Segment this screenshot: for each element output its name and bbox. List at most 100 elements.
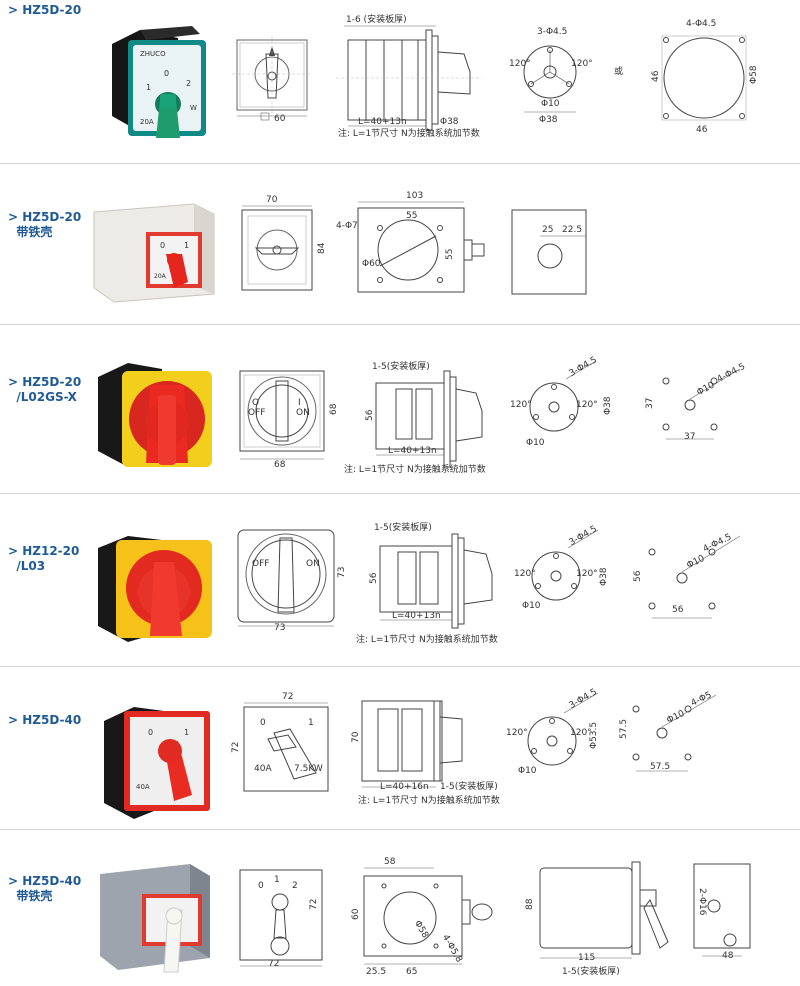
product-photo: [98, 536, 212, 642]
hole-spacing-h: 37: [645, 398, 655, 409]
angle-right: 120°: [571, 59, 593, 69]
phi-small: Φ10: [522, 601, 541, 611]
rating-label: 40A: [254, 764, 272, 774]
install-thickness: 1-6 (安装板厚): [346, 13, 407, 25]
mounting-hole-drawing: 3-Φ4.5 120° 120° Φ10 Φ53.5: [506, 687, 599, 776]
pos-1: 1: [146, 83, 151, 92]
side-height: 55: [445, 249, 455, 260]
hole-spacing-w: 46: [696, 125, 708, 135]
label-on: ON: [306, 559, 320, 569]
side-dim-b: 65: [406, 967, 417, 977]
product-row-2: > HZ5D-20 带铁壳 0 1 20A 70 84 103 55 4-Φ7 …: [0, 164, 800, 324]
front-height: 72: [309, 899, 319, 910]
note-text: 注: L=1节尺寸 N为接触系统加节数: [344, 465, 486, 475]
length-formula: L=40+13n: [358, 117, 407, 127]
side-view-drawing: 58 60 Φ58 4-Φ5.8 25.5 65: [351, 857, 493, 977]
product-photo: [100, 864, 210, 973]
alt-mounting-drawing: 4-Φ4.5 Φ10 37 37: [645, 362, 748, 442]
pos-2: 2: [292, 881, 298, 891]
pos-1: 1: [274, 875, 280, 885]
side-height: 70: [351, 731, 361, 743]
side-height: 56: [369, 572, 379, 584]
front-view-drawing: O I OFF ON 68 68: [239, 370, 339, 470]
front-height: 73: [337, 567, 347, 578]
pos-o: O: [252, 398, 259, 408]
side-dim-a: 25.5: [366, 967, 386, 977]
angle-right: 120°: [570, 728, 592, 738]
product-row-5: > HZ5D-40 0 1 40A 72 0 1 40A 7.5KW 72 70…: [0, 667, 800, 829]
front-dim: 60: [274, 114, 286, 124]
angle-left: 120°: [510, 400, 532, 410]
phi-small: Φ10: [526, 438, 545, 448]
model-name: > HZ5D-20 带铁壳: [8, 210, 82, 239]
phi-small: Φ10: [541, 99, 560, 109]
back-dim-a: 25: [542, 225, 553, 235]
front-view-drawing: OFF ON 73 73: [237, 529, 347, 633]
side-view-drawing: 70 L=40+16n 1-5(安装板厚): [351, 700, 498, 792]
hole-count: 4-Φ5: [689, 690, 713, 709]
product-row-1: > HZ5D-20 ZHUCO 0 1 2 20A W 60 1-6 (安装板厚…: [0, 0, 800, 163]
front-view-drawing: 60: [232, 36, 312, 124]
install-thickness: 1-5(安装板厚): [562, 965, 620, 977]
product-row-3: > HZ5D-20 /L02GS-X O I OFF ON 68 68 1-5(…: [0, 325, 800, 493]
phi-large: Φ53.5: [589, 722, 599, 749]
model-name: > HZ5D-40 带铁壳: [8, 874, 82, 903]
hole-count: 4-Φ5.8: [440, 933, 464, 965]
hole-count: 3-Φ4.5: [568, 687, 599, 711]
side-view-drawing: 103 55 4-Φ7 Φ60 55: [336, 191, 485, 293]
side-view-drawing: 1-5(安装板厚) 56 L=40+13n: [365, 360, 483, 468]
front-view-drawing: 72 0 1 40A 7.5KW 72: [231, 692, 329, 792]
product-row-6: > HZ5D-40 带铁壳 0 1 2 72 72 58 60 Φ58 4-Φ5…: [0, 830, 800, 984]
side-width: 103: [406, 191, 423, 201]
side-width: 58: [384, 857, 396, 867]
end-width: 48: [722, 951, 734, 961]
hole-count: 3-Φ4.5: [537, 27, 567, 37]
power-label: 7.5KW: [294, 764, 323, 774]
hole-spacing-h: 56: [633, 570, 643, 582]
side-phi: Φ38: [440, 117, 459, 127]
front-width: 72: [282, 692, 293, 702]
pos-0: 0: [164, 69, 169, 78]
pos-0: 0: [148, 728, 153, 737]
hole-spacing-h: 57.5: [619, 719, 629, 739]
hole-count: 2-Φ16: [697, 888, 707, 916]
pos-0: 0: [258, 881, 264, 891]
pos-0: 0: [260, 718, 266, 728]
pos-i: I: [298, 398, 301, 408]
brand-logo: ZHUCO: [140, 50, 166, 58]
phi-small: Φ10: [695, 380, 716, 398]
install-thickness: 1-5(安装板厚): [372, 360, 430, 372]
product-photo: 0 1 20A: [93, 203, 215, 303]
mounting-hole-drawing: 3-Φ4.5 120° 120° Φ10 Φ38: [509, 27, 593, 125]
length-formula: L=40+13n: [388, 446, 437, 456]
mounting-hole-drawing: 3-Φ4.5 120° 120° Φ10 Φ38: [510, 355, 613, 448]
front-width: 73: [274, 623, 285, 633]
hole-count: 4-Φ4.5: [686, 19, 716, 29]
hole-count: 3-Φ4.5: [568, 355, 599, 379]
side-phi: Φ60: [362, 259, 381, 269]
label-on: ON: [296, 408, 310, 418]
side-view-2-drawing: 88 115 1-5(安装板厚): [525, 861, 669, 977]
install-thickness: 1-5(安装板厚): [374, 521, 432, 533]
angle-left: 120°: [514, 569, 536, 579]
note-text: 注: L=1节尺寸 N为接触系统加节数: [338, 129, 480, 139]
label-off: OFF: [248, 408, 265, 418]
note-text: 注: L=1节尺寸 N为接触系统加节数: [356, 635, 498, 645]
product-photo: ZHUCO 0 1 2 20A W: [112, 26, 206, 138]
rating-label: 40A: [136, 783, 150, 791]
product-row-4: > HZ12-20 /L03 OFF ON 73 73 1-5(安装板厚) 56…: [0, 494, 800, 666]
front-view-drawing: 0 1 2 72 72: [239, 869, 323, 969]
length-formula: L=40+13n: [392, 611, 441, 621]
side2-width: 115: [578, 953, 595, 963]
pos-1: 1: [184, 241, 189, 250]
inner-width: 55: [406, 211, 417, 221]
model-name: > HZ12-20 /L03: [8, 544, 80, 573]
hole-count: 3-Φ4.5: [568, 524, 599, 548]
front-width: 70: [266, 195, 278, 205]
front-width: 68: [274, 460, 286, 470]
phi-large: Φ38: [539, 115, 558, 125]
pos-1: 1: [308, 718, 314, 728]
hole-spacing-w: 57.5: [650, 762, 670, 772]
hole-count: 4-Φ4.5: [716, 362, 748, 385]
side-view-drawing: 1-5(安装板厚) 56 L=40+13n: [369, 521, 493, 629]
